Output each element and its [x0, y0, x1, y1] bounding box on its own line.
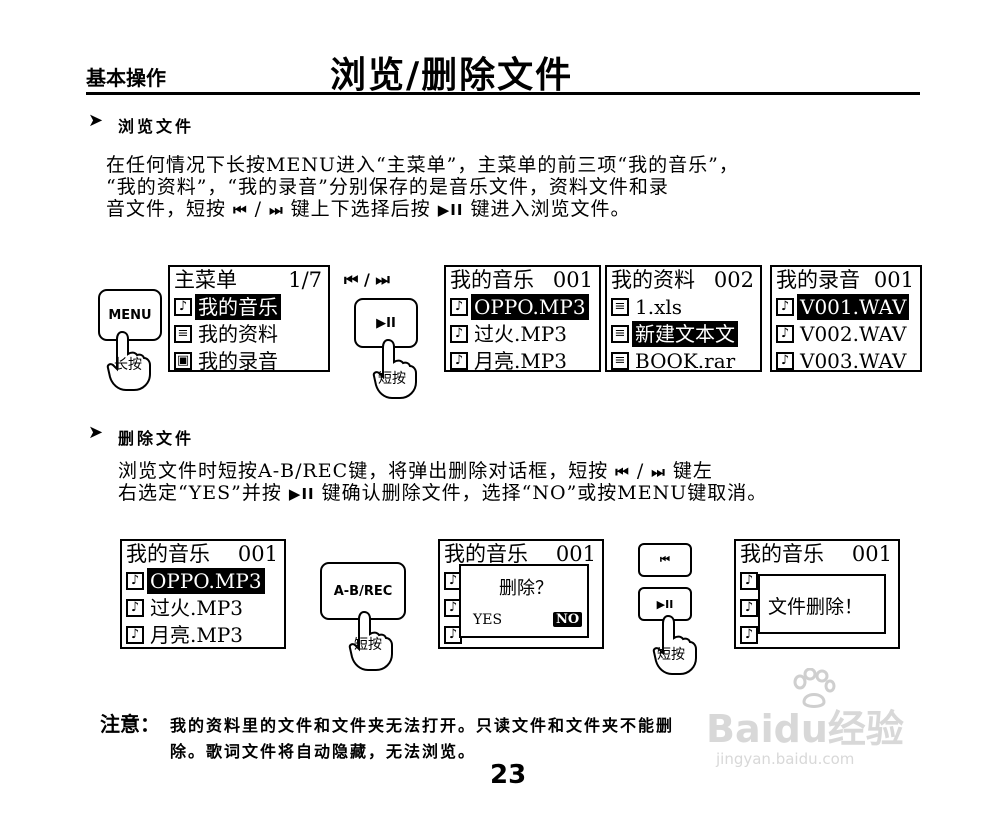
delete-line-2: 右选定“YES”并按 ▶II 键确认删除文件，选择“NO”或按MENU键取消。	[118, 482, 768, 504]
section-label: 基本操作	[86, 66, 166, 90]
deleted-message: 文件删除！	[768, 596, 864, 618]
bullet-arrow-icon: ➤	[88, 110, 104, 131]
file-item[interactable]: ≡1.xls	[607, 293, 760, 320]
menu-item-my-music[interactable]: ♪ 我的音乐	[170, 293, 328, 320]
file-item[interactable]: ♪过火.MP3	[446, 320, 599, 347]
music-file-icon: ♪	[450, 324, 468, 343]
file-item: ♪	[736, 567, 898, 594]
browse-paragraph: 在任何情况下长按MENU进入“主菜单”，主菜单的前三项“我的音乐”， “我的资料…	[106, 154, 739, 220]
file-item[interactable]: ♪V003.WAV	[772, 347, 920, 374]
deleted-message-dialog: 文件删除！	[758, 574, 886, 634]
file-item[interactable]: ♪OPPO.MP3	[446, 293, 599, 320]
delete-before-screen: 我的音乐 001 ♪OPPO.MP3 ♪过火.MP3 ♪月亮.MP3	[120, 539, 286, 649]
screen-header: 我的音乐 001	[450, 268, 593, 292]
music-file-icon: ♪	[740, 598, 758, 617]
document-file-icon: ≡	[611, 351, 629, 370]
screen-header: 主菜单 1/7	[174, 268, 322, 292]
browse-line-3: 音文件，短按 ⏮ / ⏭ 键上下选择后按 ▶II 键进入浏览文件。	[106, 198, 631, 220]
screen-header: 我的录音 001	[776, 268, 914, 292]
menu-button[interactable]: MENU	[98, 289, 162, 341]
my-music-screen: 我的音乐 001 ♪OPPO.MP3 ♪过火.MP3 ♪月亮.MP3	[444, 265, 601, 374]
press-finger-icon	[348, 610, 393, 671]
note-label: 注意：	[100, 712, 160, 736]
file-item: ♪	[736, 621, 898, 648]
file-item[interactable]: ≡新建文本文	[607, 320, 760, 347]
short-press-label: 短按	[354, 637, 382, 653]
my-docs-screen: 我的资料 002 ≡1.xls ≡新建文本文 ≡BOOK.rar	[605, 265, 762, 374]
document-file-icon: ≡	[611, 297, 629, 316]
file-item[interactable]: ♪V001.WAV	[772, 293, 920, 320]
music-file-icon: ♪	[126, 625, 144, 644]
screen-header: 我的音乐 001	[444, 542, 596, 566]
recording-folder-icon: ▣	[174, 351, 192, 370]
short-press-label: 短按	[378, 371, 406, 387]
audio-file-icon: ♪	[776, 324, 794, 343]
prev-track-icon: ⏮	[615, 463, 630, 481]
document-folder-icon: ≡	[174, 324, 192, 343]
file-item[interactable]: ♪V002.WAV	[772, 320, 920, 347]
press-finger-icon	[652, 614, 697, 675]
file-item: ♪	[736, 594, 898, 621]
file-item[interactable]: ♪OPPO.MP3	[122, 567, 284, 594]
watermark-brand: Baidu经验	[706, 707, 904, 751]
play-pause-button[interactable]: ▶II	[638, 587, 692, 621]
music-folder-icon: ♪	[174, 297, 192, 316]
delete-line-1: 浏览文件时短按A-B/REC键，将弹出删除对话框，短按 ⏮ / ⏭ 键左	[118, 460, 713, 482]
press-finger-icon	[106, 330, 151, 391]
delete-section-title: 删除文件	[118, 429, 195, 448]
music-file-icon: ♪	[450, 297, 468, 316]
music-file-icon: ♪	[740, 625, 758, 644]
file-item[interactable]: ≡BOOK.rar	[607, 347, 760, 374]
file-item[interactable]: ♪月亮.MP3	[122, 621, 284, 648]
file-item[interactable]: ♪月亮.MP3	[446, 347, 599, 374]
delete-paragraph: 浏览文件时短按A-B/REC键，将弹出删除对话框，短按 ⏮ / ⏭ 键左 右选定…	[118, 460, 767, 504]
note-line-1: 我的资料里的文件和文件夹无法打开。只读文件和文件夹不能删	[170, 716, 675, 735]
dialog-yes-option[interactable]: YES	[473, 612, 503, 628]
document-file-icon: ≡	[611, 324, 629, 343]
screen-header: 我的资料 002	[611, 268, 754, 292]
bullet-arrow-icon: ➤	[88, 422, 104, 443]
music-file-icon: ♪	[126, 598, 144, 617]
long-press-label: 长按	[114, 357, 142, 373]
audio-file-icon: ♪	[776, 297, 794, 316]
music-file-icon: ♪	[740, 571, 758, 590]
play-pause-icon: ▶II	[437, 201, 464, 219]
my-recordings-screen: 我的录音 001 ♪V001.WAV ♪V002.WAV ♪V003.WAV	[770, 265, 922, 374]
short-press-label: 短按	[657, 647, 685, 663]
menu-item-my-recordings[interactable]: ▣ 我的录音	[170, 347, 328, 374]
music-file-icon: ♪	[126, 571, 144, 590]
prev-next-symbols: ⏮ / ⏭	[344, 270, 390, 289]
menu-item-my-docs[interactable]: ≡ 我的资料	[170, 320, 328, 347]
delete-confirm-dialog: 删除？ YES NO	[459, 564, 589, 638]
paw-logo-icon	[793, 668, 836, 708]
next-track-icon: ⏭	[651, 463, 666, 481]
screen-header: 我的音乐 001	[740, 542, 892, 566]
watermark-url: jingyan.baidu.com	[716, 750, 855, 768]
prev-track-icon: ⏮	[233, 201, 248, 219]
dialog-title: 删除？	[499, 578, 553, 599]
browse-line-1: 在任何情况下长按MENU进入“主菜单”，主菜单的前三项“我的音乐”，	[106, 154, 739, 176]
dialog-no-option[interactable]: NO	[553, 612, 583, 627]
screen-header: 我的音乐 001	[126, 542, 278, 566]
next-track-icon: ⏭	[269, 201, 284, 219]
header-divider	[86, 92, 920, 95]
page-number: 23	[490, 760, 527, 790]
main-menu-screen: 主菜单 1/7 ♪ 我的音乐 ≡ 我的资料 ▣ 我的录音	[168, 265, 330, 374]
play-pause-icon: ▶II	[288, 485, 315, 503]
ab-rec-button[interactable]: A-B/REC	[320, 562, 406, 620]
audio-file-icon: ♪	[776, 351, 794, 370]
note-line-2: 除。歌词文件将自动隐藏，无法浏览。	[170, 742, 477, 761]
prev-button[interactable]: ⏮	[638, 543, 692, 577]
file-item[interactable]: ♪过火.MP3	[122, 594, 284, 621]
browse-line-2: “我的资料”，“我的录音”分别保存的是音乐文件，资料文件和录	[106, 176, 669, 198]
browse-section-title: 浏览文件	[118, 117, 195, 136]
press-finger-icon	[372, 338, 417, 399]
page-title: 浏览/删除文件	[330, 55, 574, 96]
music-file-icon: ♪	[450, 351, 468, 370]
